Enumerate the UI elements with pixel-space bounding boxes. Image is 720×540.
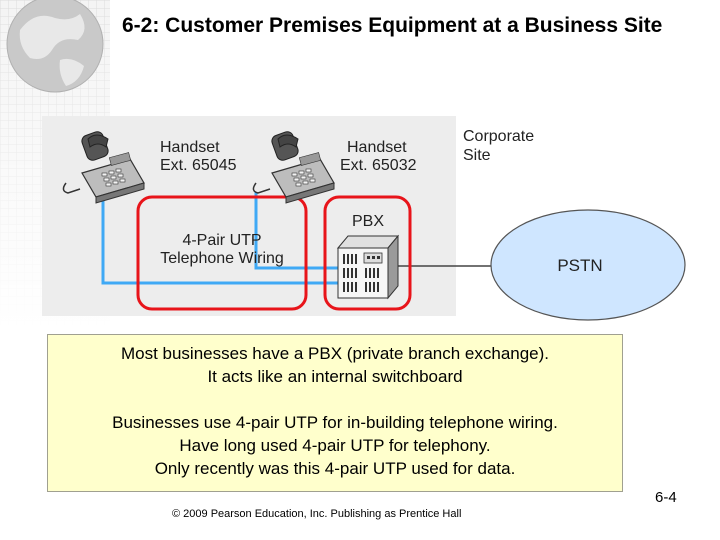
note-line: Most businesses have a PBX (private bran…: [120, 344, 550, 363]
wiring-label-2: Telephone Wiring: [160, 250, 284, 267]
note-line: It acts like an internal switchboard: [207, 367, 463, 386]
wiring-highlight-box: [136, 195, 308, 311]
pbx-device-icon: [336, 234, 400, 300]
corporate-site-label: Corporate: [463, 128, 534, 145]
wiring-label: 4-Pair UTP: [182, 232, 261, 249]
note-line: Have long used 4-pair UTP for telephony.: [179, 436, 491, 455]
handset-1-label: Handset: [160, 139, 220, 156]
pbx-label: PBX: [352, 213, 384, 230]
handset-phone-icon: [252, 131, 335, 204]
note-paragraph-2: Businesses use 4-pair UTP for in-buildin…: [48, 411, 622, 480]
copyright-footer: © 2009 Pearson Education, Inc. Publishin…: [172, 508, 462, 520]
handset-2-label: Handset: [347, 139, 407, 156]
utp-wiring: [101, 192, 345, 285]
note-line: Businesses use 4-pair UTP for in-buildin…: [112, 413, 558, 432]
pstn-cloud: [490, 209, 686, 321]
note-box: Most businesses have a PBX (private bran…: [47, 334, 623, 492]
pstn-label: PSTN: [557, 256, 602, 275]
page-number: 6-4: [655, 489, 677, 506]
slide-title: 6-2: Customer Premises Equipment at a Bu…: [122, 14, 663, 37]
note-line: Only recently was this 4-pair UTP used f…: [154, 459, 516, 478]
corporate-site-label-2: Site: [463, 147, 491, 164]
handset-2-extension: Ext. 65032: [340, 157, 417, 174]
pbx-highlight-box: [323, 195, 412, 311]
handset-1-extension: Ext. 65045: [160, 157, 237, 174]
note-paragraph-1: Most businesses have a PBX (private bran…: [48, 342, 622, 388]
handset-phone-icon: [62, 131, 145, 204]
